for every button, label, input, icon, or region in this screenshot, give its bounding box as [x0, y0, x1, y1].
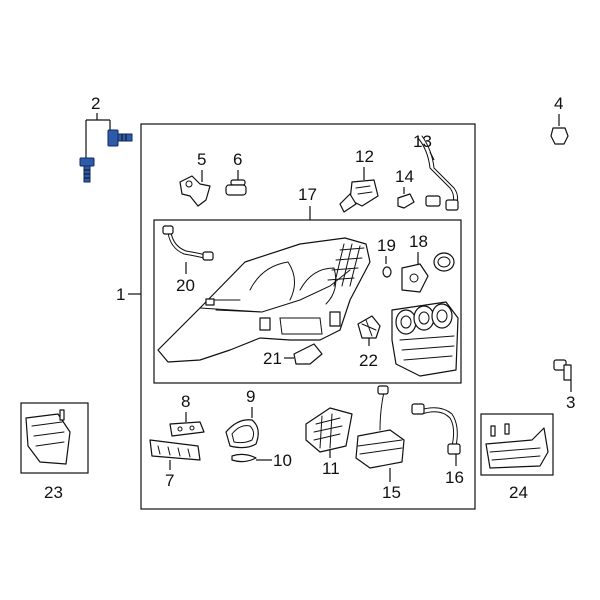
callout-14[interactable]: 14 — [395, 167, 414, 186]
callout-24[interactable]: 24 — [509, 483, 528, 502]
callout-9[interactable]: 9 — [246, 387, 255, 406]
callout-17[interactable]: 17 — [298, 185, 317, 204]
projector-assembly[interactable] — [391, 301, 459, 377]
ballast-18[interactable] — [401, 263, 429, 293]
bulb-12[interactable] — [339, 179, 379, 213]
callout-13[interactable]: 13 — [413, 132, 432, 151]
bracket-right-box — [480, 413, 554, 476]
cap-22[interactable] — [357, 315, 381, 339]
callout-18[interactable]: 18 — [409, 232, 428, 251]
bracket-11[interactable] — [305, 407, 353, 453]
callout-6[interactable]: 6 — [233, 150, 242, 169]
harness-13[interactable] — [417, 135, 459, 211]
callout-7[interactable]: 7 — [165, 471, 174, 490]
bracket-23[interactable] — [25, 409, 71, 465]
bolt-3[interactable] — [553, 359, 572, 381]
harness-16[interactable] — [411, 403, 461, 455]
callout-1[interactable]: 1 — [116, 285, 125, 304]
bolt-2a[interactable] — [79, 157, 95, 183]
bulb-14[interactable] — [397, 193, 415, 209]
callout-10[interactable]: 10 — [273, 451, 292, 470]
cover-21[interactable] — [293, 343, 323, 365]
bracket-24[interactable] — [485, 423, 549, 469]
module-15[interactable] — [355, 385, 405, 469]
clip-4[interactable] — [550, 127, 569, 145]
headlamp-housing[interactable] — [157, 237, 371, 363]
reflector-7[interactable] — [149, 439, 201, 461]
callout-2[interactable]: 2 — [91, 94, 100, 113]
callout-23[interactable]: 23 — [44, 483, 63, 502]
assembly-outline — [140, 123, 476, 510]
callout-11[interactable]: 11 — [322, 459, 340, 478]
bracket-left-box — [20, 402, 89, 474]
bolt-2b[interactable] — [107, 129, 133, 147]
bracket-5[interactable] — [179, 175, 211, 207]
callout-19[interactable]: 19 — [377, 236, 396, 255]
callout-3[interactable]: 3 — [566, 393, 575, 412]
wire-20[interactable] — [162, 225, 214, 261]
callout-12[interactable]: 12 — [355, 147, 374, 166]
ring-19[interactable] — [382, 266, 392, 278]
callout-22[interactable]: 22 — [359, 351, 378, 370]
callout-4[interactable]: 4 — [554, 94, 563, 113]
pin-6[interactable] — [225, 179, 247, 196]
callout-20[interactable]: 20 — [176, 276, 195, 295]
callout-5[interactable]: 5 — [197, 150, 206, 169]
callout-15[interactable]: 15 — [382, 483, 401, 502]
seal-10[interactable] — [231, 453, 257, 463]
callout-16[interactable]: 16 — [445, 468, 464, 487]
cap-18[interactable] — [433, 252, 455, 272]
housing-outline — [153, 219, 462, 384]
callout-8[interactable]: 8 — [181, 392, 190, 411]
callout-21[interactable]: 21 — [263, 349, 282, 368]
leader-2 — [85, 113, 111, 160]
bracket-8[interactable] — [169, 421, 205, 437]
